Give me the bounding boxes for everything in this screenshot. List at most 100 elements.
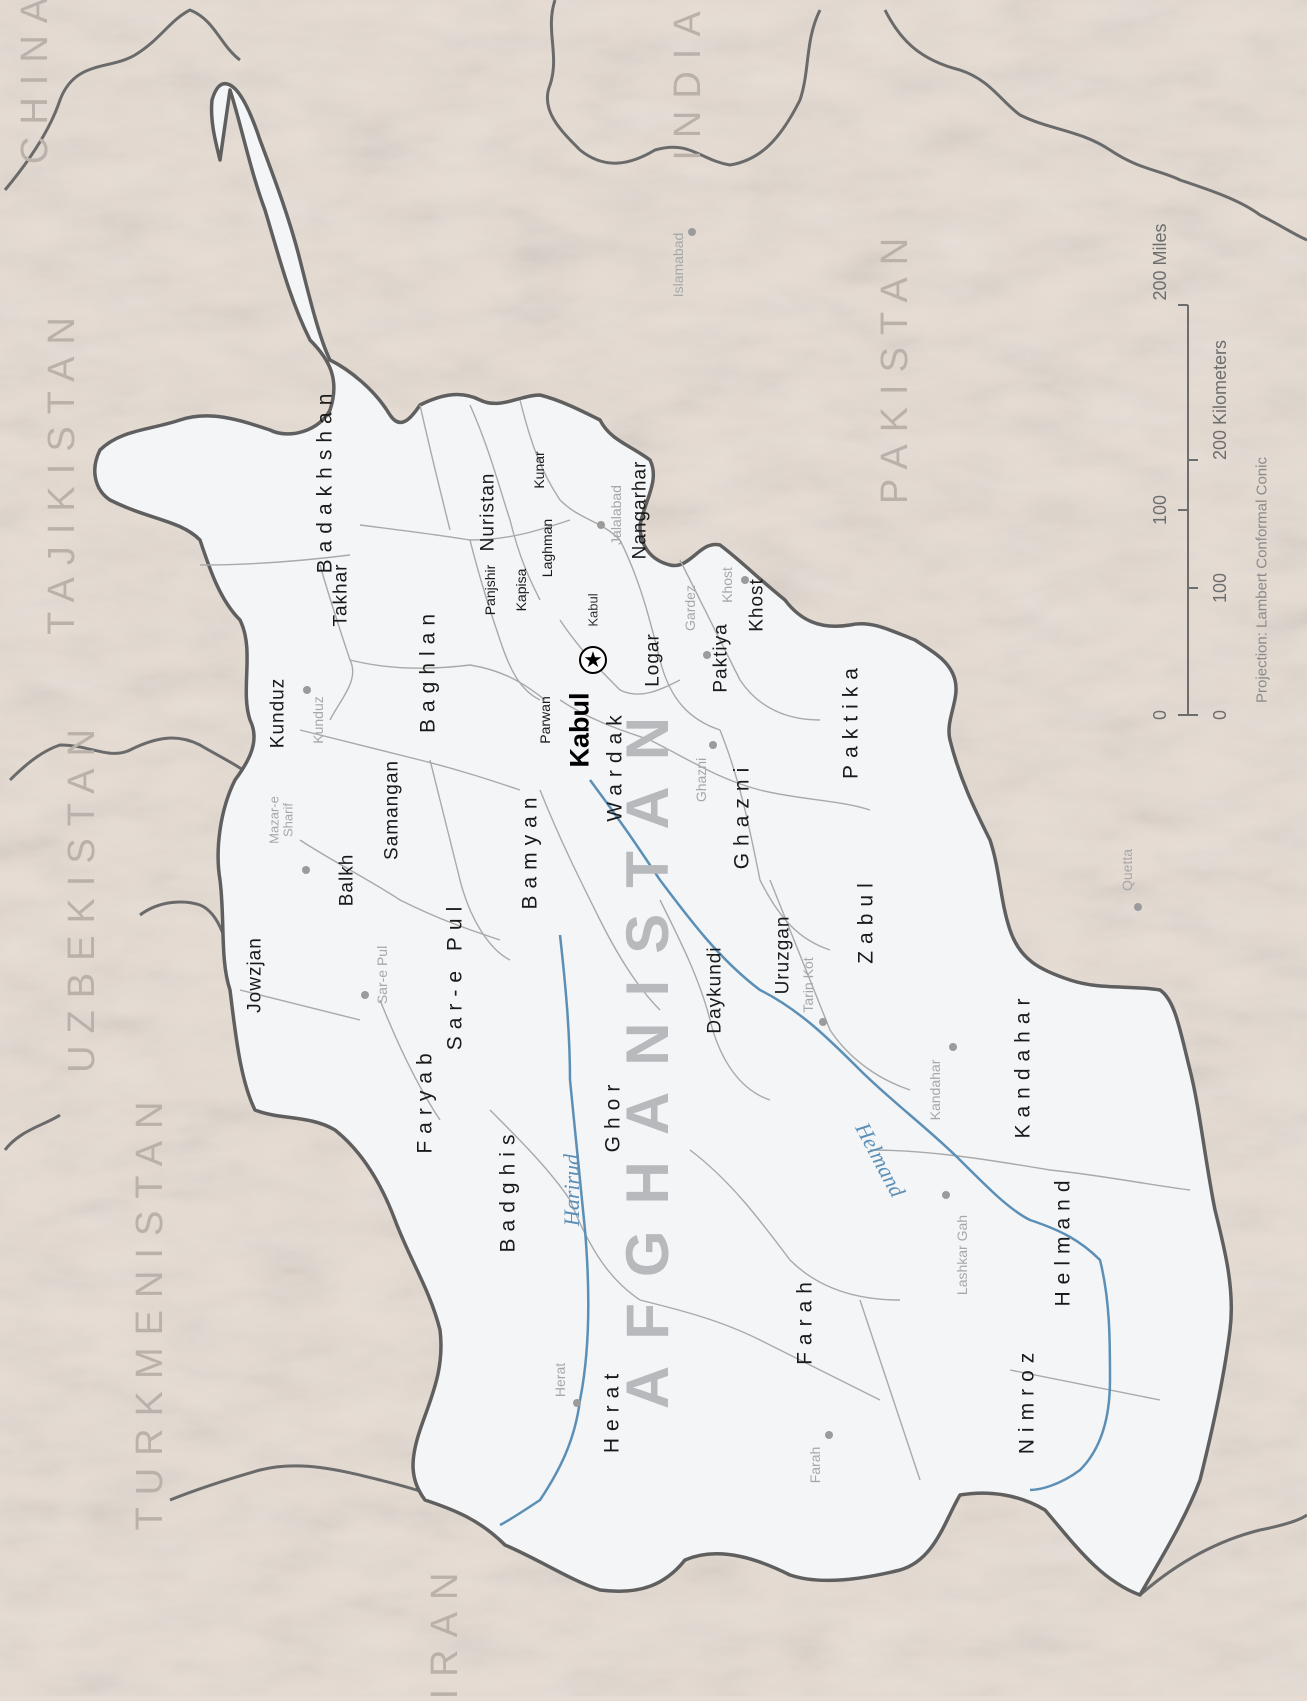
- label-herat-city: Herat: [552, 1362, 568, 1398]
- label-baghlan: Baghlan: [416, 606, 440, 734]
- label-samangan: Samangan: [381, 760, 403, 860]
- border-faryab-badghis: [379, 999, 441, 1121]
- label-kandahar-city: Kandahar: [927, 1059, 943, 1121]
- khost-dot: [741, 576, 749, 584]
- label-helmand: Helmand: [1051, 1173, 1075, 1307]
- scale-bar: [1178, 304, 1198, 716]
- label-harirud: Harirud: [559, 1153, 584, 1227]
- label-tajikistan: TAJIKISTAN: [41, 305, 83, 635]
- border-bamyan-daykundi: [539, 789, 661, 1011]
- scale-label-200mi: 200 Miles: [1150, 223, 1170, 301]
- kunduz-dot: [303, 686, 311, 694]
- label-islamabad: Islamabad: [670, 232, 686, 298]
- tarinkot-dot: [819, 1018, 827, 1026]
- label-badghis: Badghis: [496, 1127, 520, 1253]
- label-parwan: Parwan: [537, 696, 553, 744]
- label-wardak: Wardak: [603, 708, 627, 822]
- mazar-dot: [302, 866, 310, 874]
- border-khost-paktika: [679, 559, 821, 721]
- border-badghis-herat: [489, 1109, 641, 1301]
- label-logar: Logar: [642, 633, 664, 687]
- border-sarepul-ghor: [429, 759, 511, 961]
- label-nangarhar: Nangarhar: [629, 460, 651, 560]
- label-herat: Herat: [600, 1366, 624, 1454]
- label-china: CHINA: [14, 0, 56, 165]
- scale-label-200km: 200 Kilometers: [1210, 339, 1230, 461]
- label-india: INDIA: [667, 0, 709, 161]
- label-daykundi: Daykundi: [704, 946, 726, 1034]
- border-nuristan-kunar: [469, 404, 541, 601]
- border-takhar-kunduz: [319, 564, 354, 721]
- border-nuristan-west: [419, 404, 451, 531]
- border-farah-helmand: [689, 1149, 901, 1301]
- label-uzbekistan: UZBEKISTAN: [61, 717, 103, 1073]
- border-wardak-ghazni: [559, 699, 871, 811]
- uzbekistan-border: [8, 736, 267, 791]
- label-laghman: Laghman: [539, 518, 555, 578]
- label-khost-city: Khost: [719, 567, 735, 603]
- label-nimroz: Nimroz: [1015, 1345, 1039, 1455]
- turkmen-west-border: [3, 1113, 61, 1151]
- label-sarepul-city: Sar-e Pul: [374, 945, 390, 1005]
- label-farah-city: Farah: [807, 1446, 823, 1484]
- border-badakhshan-takhar: [199, 554, 351, 566]
- border-kandahar-helmand: [869, 1149, 1191, 1191]
- label-jowzjan: Jowzjan: [244, 937, 266, 1013]
- label-pakistan: PAKISTAN: [874, 225, 916, 505]
- border-baghlan-parwan: [349, 659, 546, 701]
- label-ghazni-city: Ghazni: [693, 757, 709, 803]
- border-helmand-south: [1009, 1369, 1161, 1401]
- label-kandahar: Kandahar: [1011, 991, 1035, 1139]
- label-kapisa: Kapisa: [513, 568, 529, 612]
- label-iran: IRAN: [424, 1560, 466, 1700]
- label-takhar: Takhar: [330, 563, 352, 627]
- label-gardez: Gardez: [682, 585, 698, 631]
- label-sarepul: Sar-e Pul: [443, 899, 467, 1051]
- label-jalalabad: Jalalabad: [608, 485, 624, 545]
- label-kabul-capital: Kabul: [564, 692, 595, 768]
- label-turkmenistan: TURKMENISTAN: [129, 1089, 171, 1531]
- label-balkh: Balkh: [336, 853, 358, 907]
- label-mazar: Mazar-e Sharif: [266, 796, 296, 844]
- india-border: [545, 0, 822, 167]
- label-uruzgan: Uruzgan: [772, 915, 794, 995]
- afghanistan-outline: [93, 82, 1234, 1597]
- kashmir-border: [883, 9, 1307, 242]
- label-paktika: Paktika: [839, 661, 863, 779]
- border-samangan-bamyan: [299, 729, 521, 791]
- islamabad-dot: [688, 228, 696, 236]
- label-panjshir: Panjshir: [482, 564, 498, 616]
- label-afghanistan: AFGHANISTAN: [614, 690, 681, 1410]
- border-paktiya: [619, 539, 721, 731]
- border-ghazni-zabul: [719, 729, 831, 951]
- sarepul-dot: [361, 991, 369, 999]
- quetta-dot: [1134, 903, 1142, 911]
- label-bamyan: Bamyan: [518, 790, 542, 910]
- label-kunar: Kunar: [531, 451, 547, 489]
- label-badakhshan: Badakhshan: [313, 386, 337, 574]
- scale-label-100mi: 100: [1150, 494, 1170, 526]
- label-ghazni: Ghazni: [730, 760, 754, 870]
- herat-dot: [573, 1399, 581, 1407]
- label-zabul: Zabul: [854, 876, 878, 964]
- label-kunduz-city: Kunduz: [310, 696, 326, 744]
- border-herat-farah: [639, 1299, 881, 1401]
- scale-label-100km: 100: [1210, 572, 1230, 604]
- lashkargah-dot: [942, 1191, 950, 1199]
- china-border: [3, 8, 241, 191]
- border-logar: [559, 619, 681, 695]
- border-jowzjan-faryab: [239, 989, 361, 1021]
- label-nuristan: Nuristan: [477, 472, 499, 552]
- pakistan-south-border: [1139, 1513, 1307, 1597]
- gardez-dot: [703, 651, 711, 659]
- kandahar-dot: [949, 1043, 957, 1051]
- label-ghor: Ghor: [601, 1077, 625, 1153]
- label-kabul-city: Kabul: [585, 593, 601, 627]
- label-kunduz: Kunduz: [267, 677, 289, 749]
- harirud-river: [499, 934, 590, 1527]
- border-panjshir-kapisa: [469, 539, 541, 701]
- border-farah-nimroz: [859, 1299, 921, 1481]
- farah-dot: [825, 1431, 833, 1439]
- label-quetta: Quetta: [1119, 848, 1135, 892]
